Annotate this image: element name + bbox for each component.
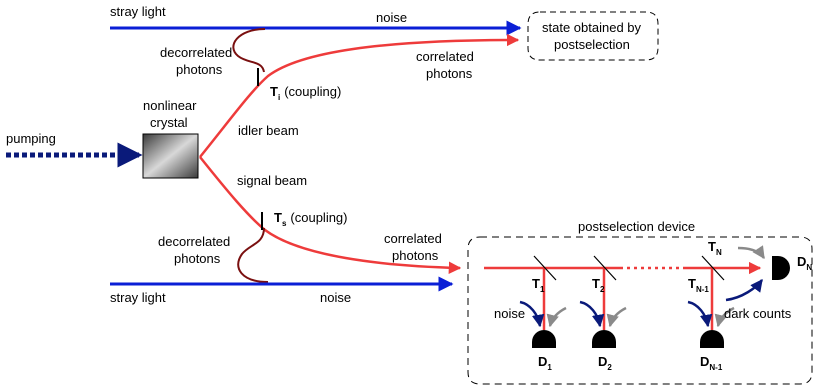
nonlinear-crystal	[142, 133, 199, 179]
detector-D2	[592, 330, 616, 348]
noise-top-label: noise	[376, 10, 407, 25]
DN1-label: DN-1	[700, 354, 723, 372]
Ts-label: Ts(coupling)	[274, 210, 348, 228]
detector-DN	[772, 256, 790, 280]
dark-counts-label: dark counts	[724, 306, 792, 321]
signal-beam-label: signal beam	[237, 173, 307, 188]
crystal-label-line2: crystal	[150, 115, 188, 130]
decorrelated-top-line1: decorrelated	[160, 45, 232, 60]
detector-D1	[532, 330, 556, 348]
TN1-label: TN-1	[688, 276, 709, 294]
dark-count-arrow-DN	[725, 279, 763, 302]
dark-count-arrow-D1	[519, 300, 545, 328]
detector-DN1	[700, 330, 724, 348]
beamsplitter-T1	[533, 255, 557, 281]
dark-count-arrow-D2	[579, 300, 605, 328]
TN-label: TN	[708, 239, 722, 257]
noise-bottom-label: noise	[320, 290, 351, 305]
T2-label: T2	[592, 276, 605, 294]
pumping-label: pumping	[6, 131, 56, 146]
gray-arrow-D2	[606, 306, 627, 328]
dark-count-arrow-DN1	[687, 300, 713, 328]
Ti-label: Ti(coupling)	[270, 84, 341, 102]
gray-arrow-DN	[737, 245, 766, 260]
state-box	[527, 11, 659, 61]
correlated-top-line1: correlated	[416, 49, 474, 64]
D1-label: D1	[538, 354, 552, 372]
idler-beam	[199, 33, 520, 158]
decorrelated-loop-bottom	[237, 227, 269, 283]
decorrelated-top-line2: photons	[176, 62, 223, 77]
DN-label: DN	[797, 254, 812, 272]
D2-label: D2	[598, 354, 612, 372]
beamsplitter-T2	[593, 255, 617, 281]
idler-beam-label: idler beam	[238, 123, 299, 138]
crystal-label-line1: nonlinear	[143, 98, 197, 113]
state-box-line2: postselection	[554, 37, 630, 52]
stray-light-top-label: stray light	[110, 4, 166, 19]
decorrelated-bottom-line2: photons	[174, 251, 221, 266]
postselection-device-box	[467, 236, 813, 385]
gray-arrow-D1	[546, 306, 567, 328]
state-box-line1: state obtained by	[542, 20, 642, 35]
correlated-bottom-line2: photons	[392, 248, 439, 263]
decorrelated-loop-top	[232, 28, 266, 73]
decorrelated-bottom-line1: decorrelated	[158, 234, 230, 249]
T1-label: T1	[532, 276, 545, 294]
beamsplitter-TN1	[701, 255, 725, 281]
noise-device-label: noise	[494, 306, 525, 321]
correlated-bottom-line1: correlated	[384, 231, 442, 246]
gray-arrow-DN1	[714, 306, 735, 328]
stray-light-bottom-label: stray light	[110, 290, 166, 305]
signal-beam	[199, 156, 462, 274]
postselection-device-label: postselection device	[578, 219, 695, 234]
correlated-top-line2: photons	[426, 66, 473, 81]
